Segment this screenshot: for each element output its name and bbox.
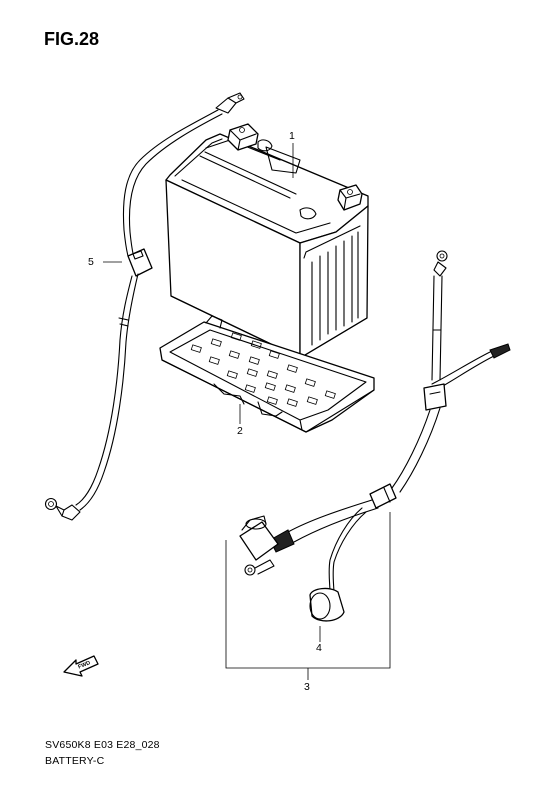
tray-slots [190, 332, 336, 407]
callout-battery-tray: 2 [237, 425, 243, 437]
fwd-arrow-icon: FWD [63, 655, 99, 677]
figure-title: FIG.28 [44, 29, 100, 49]
callout-battery: 1 [289, 130, 295, 142]
battery [165, 123, 369, 359]
negative-lead-cable [44, 92, 245, 521]
battery-tray [159, 315, 375, 433]
diagram-caption: BATTERY-C [45, 755, 105, 767]
fwd-arrow-label: FWD [77, 660, 91, 670]
callout-starter-cable-set: 3 [304, 681, 310, 693]
starter-cable [239, 250, 511, 622]
diagram-code: SV650K8 E03 E28_028 [45, 739, 160, 751]
callout-negative-lead: 5 [88, 256, 94, 268]
leader-lines [103, 143, 391, 680]
callout-cap: 4 [316, 642, 322, 654]
